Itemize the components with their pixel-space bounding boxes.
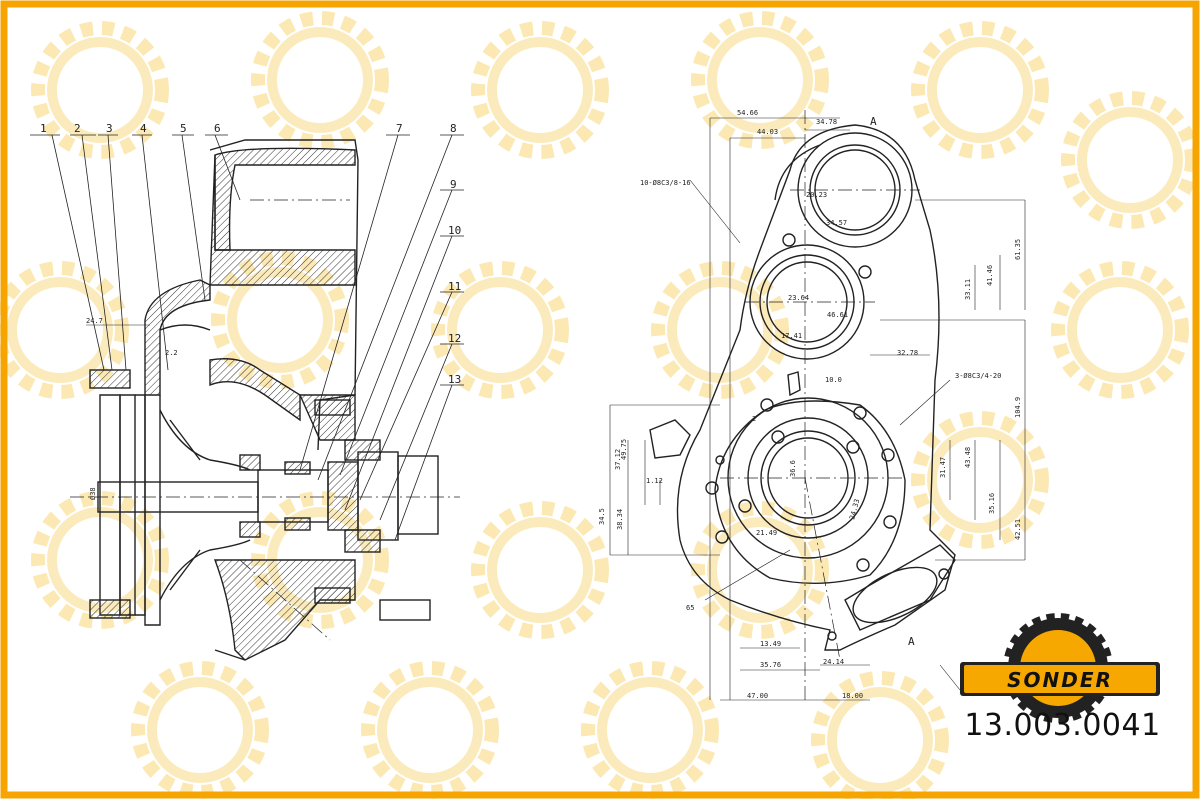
- dimension-label: 61.35: [1014, 239, 1022, 260]
- logo-text: SONDER: [1007, 668, 1113, 692]
- dimension-label: 21.49: [756, 529, 777, 537]
- dim-label: 24.7: [86, 317, 103, 325]
- callout-3: 3: [106, 122, 113, 135]
- dimension-label: 24.14: [823, 658, 844, 666]
- callout-12: 12: [448, 332, 461, 345]
- sonder-logo: SONDER: [960, 613, 1160, 723]
- dimension-label: 43.48: [964, 447, 972, 468]
- callout-10: 10: [448, 224, 461, 237]
- dim-label: Ø38: [89, 487, 97, 500]
- dimension-label: 41.46: [986, 265, 994, 286]
- dimension-label: 33.11: [964, 279, 972, 300]
- dimension-labels: 54.66 34.78 44.03 20.23 34.57 23.64 17.41 46.61…: [598, 109, 1022, 700]
- dimension-label: 10.0: [825, 376, 842, 384]
- callout-11: 11: [448, 280, 461, 293]
- dimension-label: 13.49: [760, 640, 781, 648]
- callout-9: 9: [450, 178, 457, 191]
- dimension-label: 20.23: [806, 191, 827, 199]
- hole-note-top: 10-Ø8C3/8-16: [640, 179, 691, 187]
- angle-note: 65: [686, 604, 694, 612]
- dimension-label: 23.64: [788, 294, 809, 302]
- part-number: 13.003.0041: [964, 708, 1161, 743]
- callout-4: 4: [140, 122, 147, 135]
- hole-note-right: 3-Ø8C3/4-20: [955, 372, 1001, 380]
- dimension-label: 31.47: [939, 457, 947, 478]
- dimension-label: 35.76: [760, 661, 781, 669]
- dimension-label: 34.5: [598, 508, 606, 525]
- dimension-label: 104.9: [1014, 397, 1022, 418]
- dimension-label: 47.00: [747, 692, 768, 700]
- dimension-label: 46.61: [827, 311, 848, 319]
- dimension-label: 1.12: [646, 477, 663, 485]
- section-marker-top: A: [870, 115, 877, 128]
- callout-5: 5: [180, 122, 187, 135]
- dimension-label: 37.12: [614, 449, 622, 470]
- right-front-view: 54.66 34.78 44.03 20.23 34.57 23.64 17.41 46.61…: [598, 109, 1026, 701]
- dimension-label: 38.34: [616, 509, 624, 530]
- dimension-label: 34.78: [816, 118, 837, 126]
- callout-8: 8: [450, 122, 457, 135]
- dimension-label: 49.75: [620, 439, 628, 460]
- dimension-label: 32.78: [897, 349, 918, 357]
- dimension-label: 34.57: [826, 219, 847, 227]
- callout-2: 2: [74, 122, 81, 135]
- callout-13: 13: [448, 373, 461, 386]
- section-marker-bottom: A: [908, 635, 915, 648]
- callout-1: 1: [40, 122, 47, 135]
- dimension-label: 18.00: [842, 692, 863, 700]
- dimension-label: 36.6: [789, 460, 797, 477]
- callout-7: 7: [396, 122, 403, 135]
- callout-6: 6: [214, 122, 221, 135]
- dim-label: 2.2: [165, 349, 178, 357]
- dimension-label: 44.03: [757, 128, 778, 136]
- dimension-label: 54.66: [737, 109, 758, 117]
- dimension-label: 2: [752, 415, 756, 423]
- dimension-label: 35.16: [988, 493, 996, 514]
- dimension-label: 42.51: [1014, 519, 1022, 540]
- dimension-label: 17.41: [781, 332, 802, 340]
